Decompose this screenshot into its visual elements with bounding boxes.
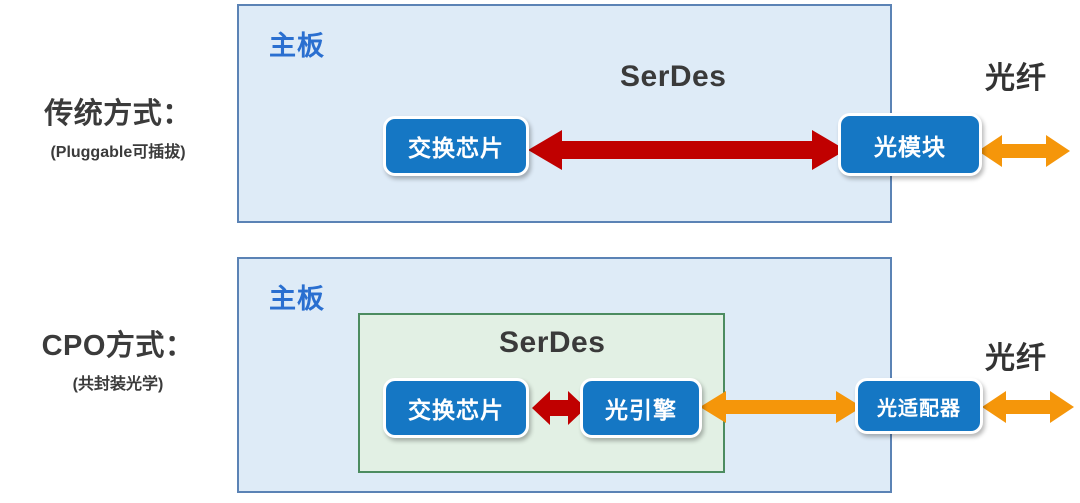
row-label-cpo-subtitle: (共封装光学): [72, 376, 164, 394]
row-label-cpo-title: CPO方式：: [41, 330, 195, 362]
row-label-cpo: CPO方式： (共封装光学): [0, 330, 236, 394]
red-double-arrow-serdes-cpo: [532, 388, 586, 428]
row-label-traditional-subtitle: (Pluggable可插拔): [50, 144, 186, 162]
fiber-label-cpo: 光纤: [985, 342, 1047, 375]
serdes-label-traditional: SerDes: [620, 60, 727, 93]
box-optical-module[interactable]: 光模块: [838, 113, 982, 176]
row-label-traditional-title: 传统方式：: [44, 98, 192, 130]
row-label-traditional: 传统方式： (Pluggable可插拔): [0, 98, 236, 162]
fiber-label-traditional: 光纤: [985, 62, 1047, 95]
red-double-arrow-serdes-traditional: [528, 126, 846, 174]
box-switch-chip-traditional[interactable]: 交换芯片: [383, 116, 529, 176]
orange-double-arrow-fiber-traditional: [978, 132, 1070, 170]
orange-double-arrow-engine-to-adapter: [700, 388, 862, 426]
box-switch-chip-cpo[interactable]: 交换芯片: [383, 378, 529, 438]
panel-title-cpo: 主板: [269, 284, 325, 314]
box-optical-engine[interactable]: 光引擎: [580, 378, 702, 438]
orange-double-arrow-fiber-cpo: [982, 388, 1074, 426]
serdes-label-cpo: SerDes: [499, 326, 606, 359]
panel-title-traditional: 主板: [269, 31, 325, 61]
box-optical-adapter[interactable]: 光适配器: [855, 378, 983, 434]
motherboard-panel-traditional: 主板: [237, 4, 892, 223]
